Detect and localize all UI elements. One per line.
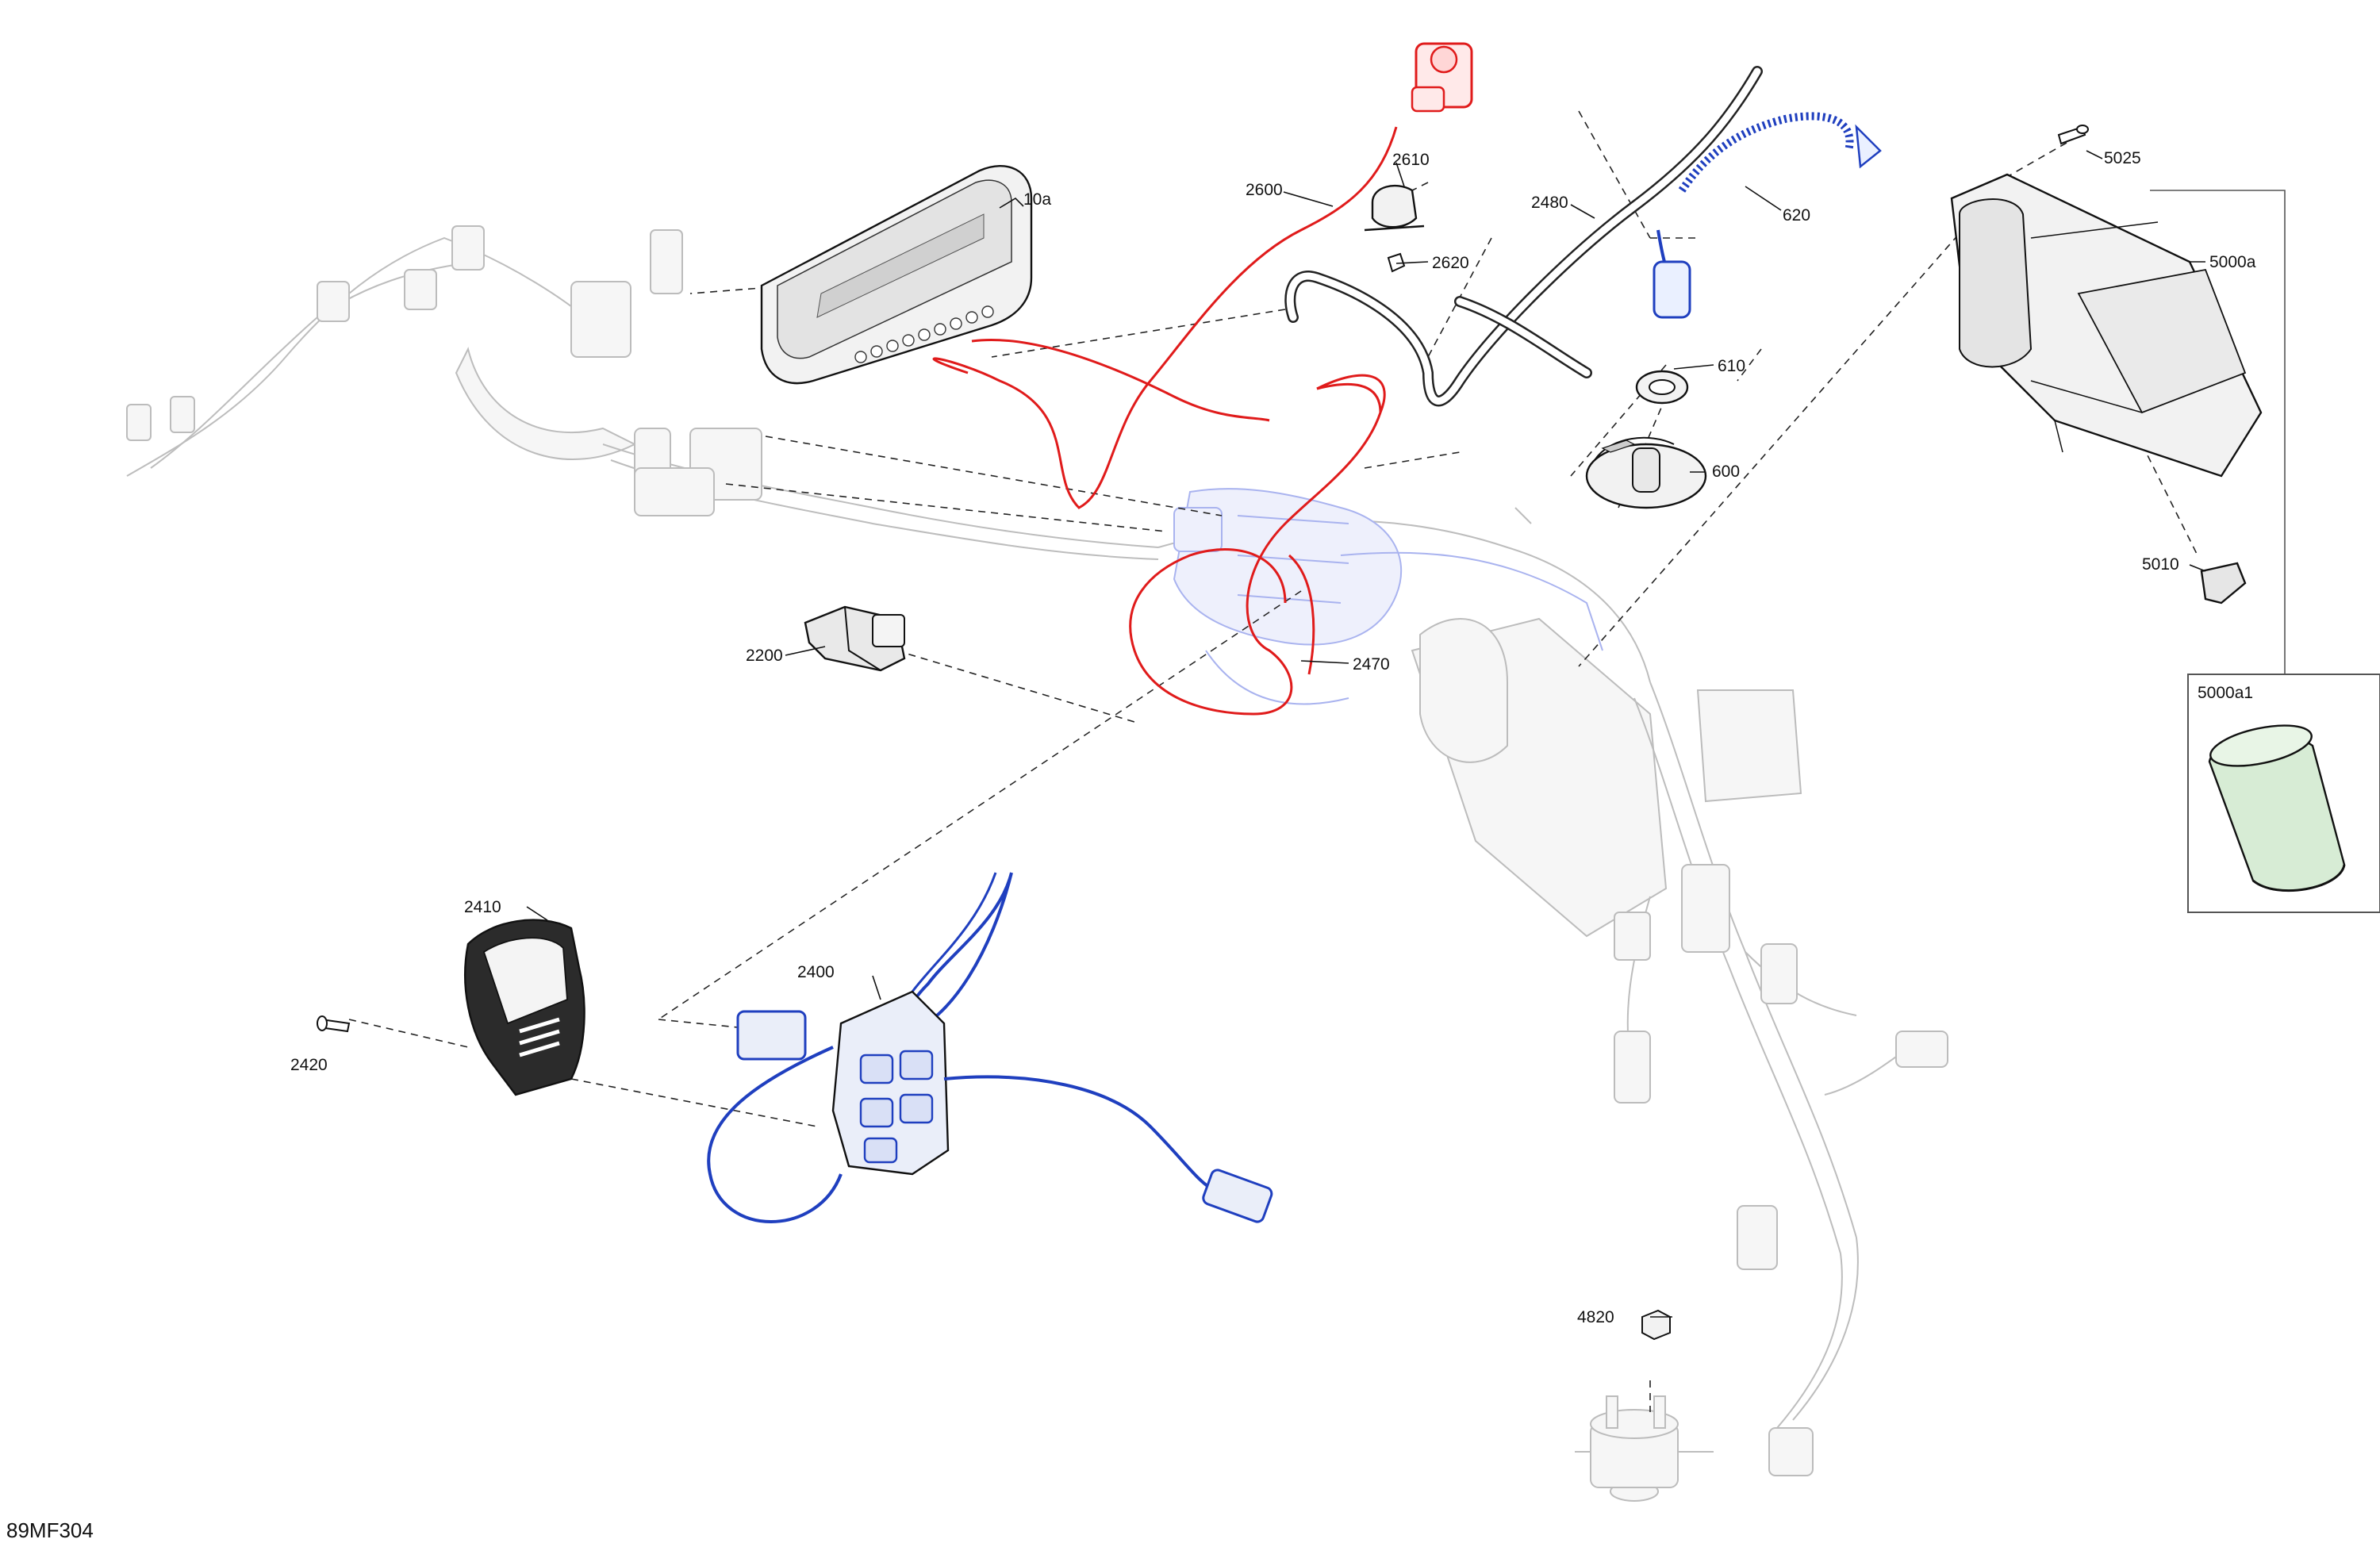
red-harness-2600 [932, 42, 1473, 509]
screw-2420 [317, 1015, 351, 1033]
callout-2470: 2470 [1353, 655, 1390, 674]
callout-2410: 2410 [464, 898, 501, 916]
handlebar-switch-installed-ghost [1173, 488, 1603, 705]
callout-2420: 2420 [290, 1056, 328, 1074]
callout-5025: 5025 [2104, 149, 2141, 167]
key-switch-2610 [1364, 184, 1425, 232]
screw-2620 [1387, 252, 1406, 273]
module-5000a [1950, 173, 2263, 478]
callout-10a: 10a [1023, 190, 1051, 209]
callout-2600: 2600 [1246, 181, 1283, 199]
switch-cover-2410 [464, 919, 585, 1096]
callout-5000a: 5000a [2209, 253, 2256, 271]
nut-610 [1635, 370, 1689, 405]
tether-cord-620 [1653, 112, 1882, 319]
callout-620: 620 [1783, 206, 1810, 225]
insert-box [2150, 190, 2380, 913]
callout-2400: 2400 [797, 963, 835, 981]
sensor-2200 [804, 605, 906, 672]
screw-5025 [2057, 125, 2089, 145]
callout-2480: 2480 [1531, 194, 1568, 212]
callout-leaders [526, 150, 2206, 1318]
callout-2610: 2610 [1392, 151, 1430, 169]
filter-5000a1 [2208, 724, 2346, 892]
callout-610: 610 [1718, 357, 1745, 375]
diagram-id: 89MF304 [6, 1518, 94, 1542]
main-wiring-harness [126, 225, 1948, 1502]
nut-4820 [1641, 1309, 1671, 1341]
callout-600: 600 [1712, 463, 1740, 481]
handlebar-switch-2400 [707, 872, 1273, 1223]
callout-2620: 2620 [1432, 254, 1469, 272]
vent-hose-2480 [1284, 66, 1763, 407]
insert-label-5000a1: 5000a1 [2198, 684, 2253, 702]
dess-post-600 [1585, 436, 1707, 509]
starter-solenoid [1575, 1395, 1714, 1502]
clip-5010 [2200, 562, 2247, 605]
display-gauge-10a [760, 165, 1033, 385]
callout-labels: 10a 2600 2610 2620 2480 620 610 600 5025… [290, 149, 2256, 1326]
callout-4820: 4820 [1577, 1308, 1614, 1326]
red-harness-2470 [1129, 374, 1386, 716]
callout-2200: 2200 [746, 647, 783, 665]
callout-5010: 5010 [2142, 555, 2179, 574]
